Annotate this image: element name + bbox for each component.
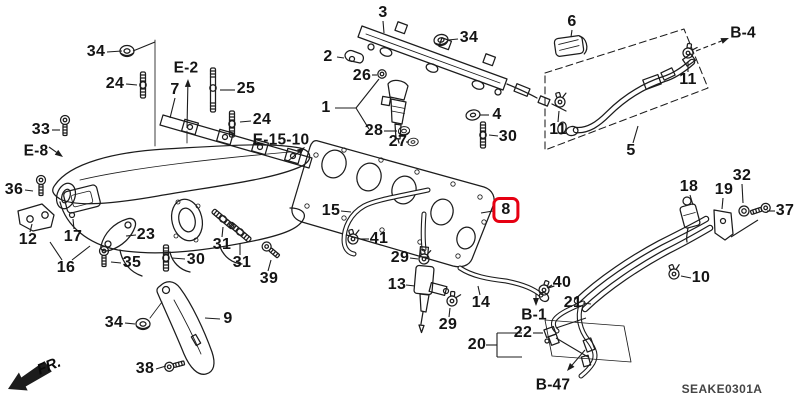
part-callout-11[interactable]: 11 [679,71,697,88]
part-callout-19[interactable]: 19 [714,181,734,198]
part-callout-21[interactable]: 21 [563,294,583,311]
sensor-brackets-drawing [17,184,137,252]
fr-arrow [8,361,52,391]
part-callout-29[interactable]: 29 [390,249,410,266]
vent-hose-assembly-drawing [457,196,772,379]
part-callout-38[interactable]: 38 [135,360,155,377]
part-callout-28[interactable]: 28 [364,122,384,139]
part-callout-29[interactable]: 29 [438,316,458,333]
part-callout-4[interactable]: 4 [492,106,502,123]
part-callout-33[interactable]: 33 [31,121,51,138]
ref-callout-b-47[interactable]: B-47 [535,376,571,394]
part-callout-7[interactable]: 7 [170,81,180,98]
ref-callout-b-1[interactable]: B-1 [521,306,547,324]
part-callout-24[interactable]: 24 [105,75,125,92]
part-callout-32[interactable]: 32 [732,167,752,184]
part-callout-1[interactable]: 1 [321,99,331,116]
purge-valve-drawing [341,187,462,334]
part-callout-31[interactable]: 31 [232,254,252,271]
part-callout-40[interactable]: 40 [552,274,572,291]
part-callout-15[interactable]: 15 [321,202,341,219]
part-callout-30[interactable]: 30 [498,128,518,145]
part-callout-30[interactable]: 30 [186,251,206,268]
part-callout-16[interactable]: 16 [56,259,76,276]
part-callout-8[interactable]: 8 [492,197,520,223]
part-callout-2[interactable]: 2 [323,48,333,65]
part-callout-31[interactable]: 31 [212,236,232,253]
part-callout-13[interactable]: 13 [387,276,407,293]
ref-callout-b-4[interactable]: B-4 [730,24,756,42]
part-callout-23[interactable]: 23 [136,226,156,243]
ref-callout-e-15-10[interactable]: E-15-10 [252,131,310,149]
ref-callout-e-8[interactable]: E-8 [23,142,49,160]
part-callout-6[interactable]: 6 [567,13,577,30]
fuel-feed-hose-drawing [544,28,709,151]
part-callout-22[interactable]: 22 [513,324,533,341]
part-callout-36[interactable]: 36 [4,181,24,198]
part-callout-35[interactable]: 35 [122,254,142,271]
part-callout-27[interactable]: 27 [388,133,408,150]
diagram-code: SEAKE0301A [681,382,763,396]
part-callout-5[interactable]: 5 [626,142,636,159]
part-callout-34[interactable]: 34 [104,314,124,331]
part-callout-12[interactable]: 12 [18,231,38,248]
part-callout-20[interactable]: 20 [467,336,487,353]
part-callout-10[interactable]: 10 [691,269,711,286]
bracket-drawing [135,281,215,375]
part-callout-18[interactable]: 18 [679,178,699,195]
part-callout-26[interactable]: 26 [352,67,372,84]
fuel-rail-drawing [344,21,567,112]
part-callout-39[interactable]: 39 [259,270,279,287]
part-callout-3[interactable]: 3 [378,4,388,21]
part-callout-24[interactable]: 24 [252,111,272,128]
intake-manifold-drawing [52,39,313,277]
part-callout-14[interactable]: 14 [471,294,491,311]
part-callout-41[interactable]: 41 [369,230,389,247]
part-callout-34[interactable]: 34 [86,43,106,60]
part-callout-11[interactable]: 11 [549,121,567,138]
part-callout-37[interactable]: 37 [775,202,795,219]
ref-callout-e-2[interactable]: E-2 [173,59,199,77]
part-callout-34[interactable]: 34 [459,29,479,46]
part-callout-17[interactable]: 17 [63,228,83,245]
part-callout-9[interactable]: 9 [223,310,233,327]
fuel-injector-drawing [377,69,420,147]
part-callout-25[interactable]: 25 [236,80,256,97]
